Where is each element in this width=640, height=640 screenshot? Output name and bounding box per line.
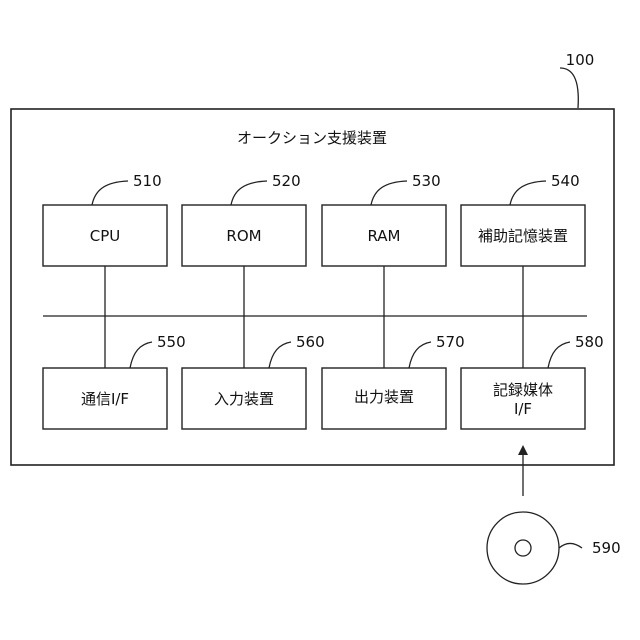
component-label: ROM bbox=[226, 227, 261, 245]
device-ref-leader bbox=[560, 68, 578, 108]
component-label: CPU bbox=[90, 227, 121, 245]
device-ref-number: 100 bbox=[566, 51, 595, 69]
component-label: 補助記憶装置 bbox=[478, 227, 568, 245]
ref-number: 570 bbox=[436, 333, 465, 351]
disc-hole bbox=[515, 540, 531, 556]
media-ref-leader bbox=[559, 544, 582, 549]
ref-number: 540 bbox=[551, 172, 580, 190]
component-label-line2: I/F bbox=[514, 400, 532, 418]
component-label: RAM bbox=[367, 227, 400, 245]
media-ref-number: 590 bbox=[592, 539, 621, 557]
component-label: 出力装置 bbox=[354, 388, 414, 406]
ref-number: 530 bbox=[412, 172, 441, 190]
disc-outer bbox=[487, 512, 559, 584]
recording-medium-disc bbox=[487, 512, 559, 584]
ref-number: 550 bbox=[157, 333, 186, 351]
component-label-line1: 記録媒体 bbox=[493, 381, 553, 399]
device-title: オークション支援装置 bbox=[237, 129, 387, 147]
ref-number: 520 bbox=[272, 172, 301, 190]
component-label: 通信I/F bbox=[81, 390, 129, 408]
ref-number: 510 bbox=[133, 172, 162, 190]
ref-number: 560 bbox=[296, 333, 325, 351]
ref-number: 580 bbox=[575, 333, 604, 351]
component-label: 入力装置 bbox=[214, 390, 274, 408]
